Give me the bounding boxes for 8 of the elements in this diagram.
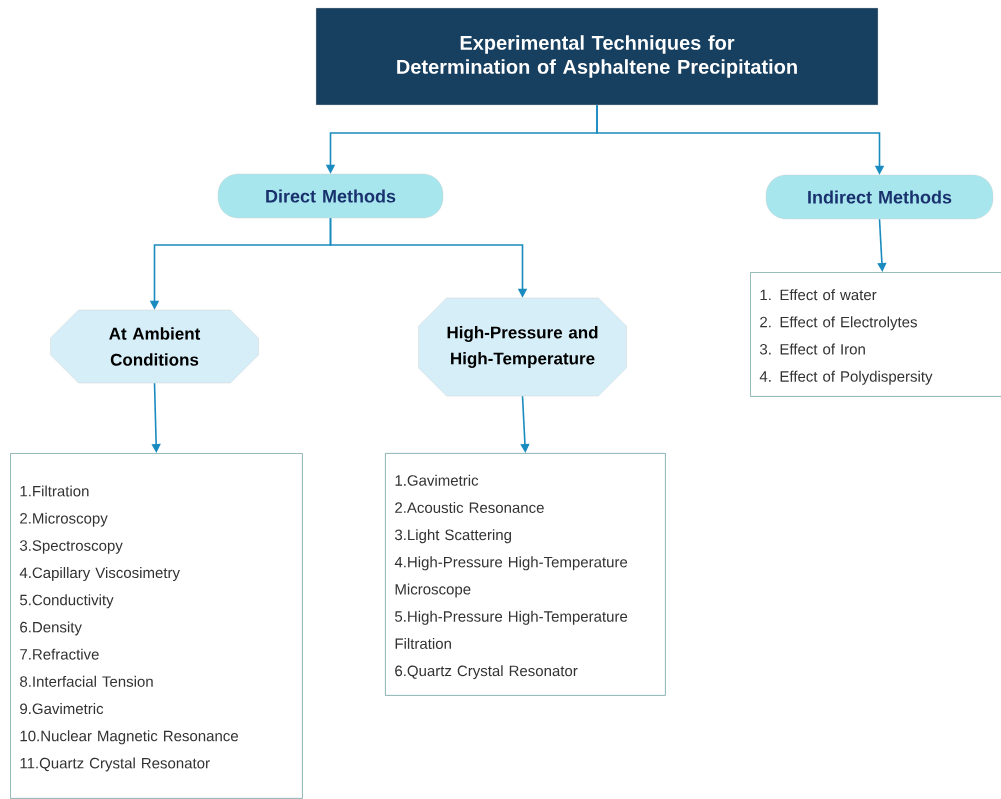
- method-pill: Direct Methods: [217, 173, 444, 219]
- category-octagon: At Ambient Conditions: [50, 309, 259, 384]
- list-box: 1.Gavimetric 2.Acoustic Resonance 3.Light Scattering 4.High-Pressure High-Temperature Microscope 5.High-Pressure High-Temperature Filtration 6.Quartz Crystal Resonator: [385, 453, 666, 696]
- list-box: 1. Effect of water 2. Effect of Electrolytes 3. Effect of Iron 4. Effect of Polydispersity: [750, 272, 1001, 397]
- list-box: 1.Filtration 2.Microscopy 3.Spectroscopy 4.Capillary Viscosimetry 5.Conductivity 6.Density 7.Refractive 8.Interfacial Tension 9.Gavimetric 10.Nuclear Magnetic Resonance 11.Quartz Crystal Resonator: [10, 453, 303, 799]
- title-box: Experimental Techniques for Determination of Asphaltene Precipitation: [315, 7, 879, 106]
- category-octagon: High-Pressure and High-Temperature: [418, 297, 627, 397]
- method-pill: Indirect Methods: [765, 174, 994, 220]
